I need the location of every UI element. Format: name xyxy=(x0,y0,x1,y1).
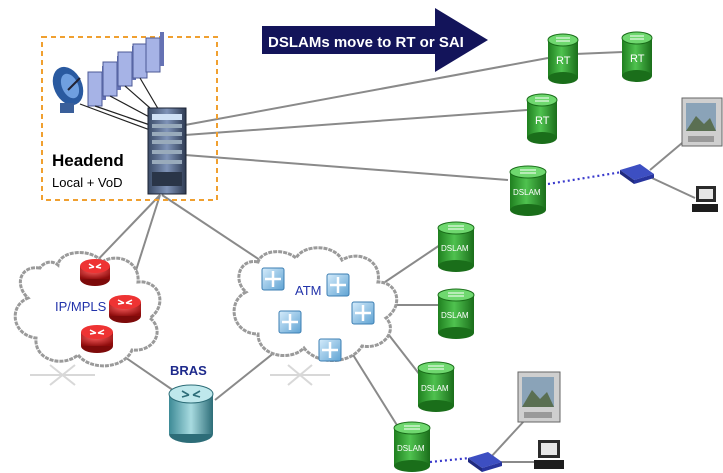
link-atm-dslam-4 xyxy=(349,349,401,431)
ipmpls-cloud: IP/MPLS xyxy=(13,251,162,386)
rt-node-middle: RT xyxy=(526,93,558,144)
link-headend-rt-middle xyxy=(184,109,528,136)
banner-text: DSLAMs move to RT or SAI xyxy=(268,34,464,51)
modem-icon-bottom xyxy=(468,452,502,472)
rt-top-right-label: RT xyxy=(630,53,645,65)
rt-node-top-left: RT xyxy=(547,33,579,84)
link-headend-dslam xyxy=(184,154,509,181)
headend-subtitle: Local + VoD xyxy=(52,175,122,190)
atm-switch-icon-3 xyxy=(278,310,302,334)
link-headend-ipmpls-1 xyxy=(87,194,161,271)
dotted-link-dslam-modem-top xyxy=(547,170,623,186)
link-atm-dslam-1 xyxy=(384,244,441,283)
dslam-node-atm-1: DSLAM xyxy=(437,221,475,272)
banner-arrow-shape xyxy=(262,8,488,72)
dslam-node-atm-2: DSLAM xyxy=(437,288,475,339)
dslam-node-atm-4: DSLAM xyxy=(393,421,431,472)
dslam-atm-3-label: DSLAM xyxy=(421,384,449,393)
dslam-node-headend: DSLAM xyxy=(509,165,547,216)
mpls-router-icon-1 xyxy=(80,259,110,286)
tv-icon-top xyxy=(681,97,723,147)
atm-switch-icon-5 xyxy=(318,338,342,362)
server-stack-icon xyxy=(87,32,164,107)
bras-label: BRAS xyxy=(170,363,207,378)
dslam-node-atm-3: DSLAM xyxy=(417,361,455,412)
pc-icon-bottom xyxy=(534,440,564,469)
satellite-dish-icon xyxy=(52,66,84,113)
rt-node-top-right: RT xyxy=(621,31,653,82)
link-modem-pc-top xyxy=(651,177,696,199)
link-atm-dslam-3 xyxy=(384,329,421,376)
rt-middle-label: RT xyxy=(535,115,550,127)
headend-group: Headend Local + VoD xyxy=(41,32,218,201)
link-headend-rt-top xyxy=(184,57,549,126)
headend-dashed-box xyxy=(41,36,218,201)
link-headend-atm xyxy=(161,194,276,271)
link-rt-rt xyxy=(574,51,624,55)
mpls-router-icon-3 xyxy=(81,325,113,353)
ipmpls-cloud-shadow xyxy=(30,364,95,386)
atm-label: ATM xyxy=(295,283,321,298)
dslam-atm-4-label: DSLAM xyxy=(397,444,425,453)
atm-switch-icon-2 xyxy=(326,273,350,297)
dotted-link-dslam-modem-bottom xyxy=(429,456,471,464)
headend-title: Headend xyxy=(52,151,124,170)
ipmpls-cloud-shape xyxy=(13,251,162,368)
dslam-headend-label: DSLAM xyxy=(513,188,541,197)
rt-top-left-label: RT xyxy=(556,55,571,67)
bras-router: BRAS xyxy=(168,363,214,443)
modem-icon-top xyxy=(620,164,654,184)
dotted-links xyxy=(429,170,623,464)
atm-cloud-shadow xyxy=(270,364,330,386)
headend-rack-icon xyxy=(147,107,187,195)
atm-switch-icon-1 xyxy=(261,267,285,291)
link-modem-tv-bottom xyxy=(489,419,526,459)
atm-cloud: ATM xyxy=(232,246,399,386)
pc-icon-top xyxy=(692,186,718,212)
tv-icon-bottom xyxy=(517,371,561,423)
dslam-atm-1-label: DSLAM xyxy=(441,244,469,253)
dslam-move-banner: DSLAMs move to RT or SAI xyxy=(262,8,488,72)
ipmpls-label: IP/MPLS xyxy=(55,299,107,314)
mpls-router-icon-2 xyxy=(109,295,141,323)
dslam-atm-2-label: DSLAM xyxy=(441,311,469,320)
atm-switch-icon-4 xyxy=(351,301,375,325)
